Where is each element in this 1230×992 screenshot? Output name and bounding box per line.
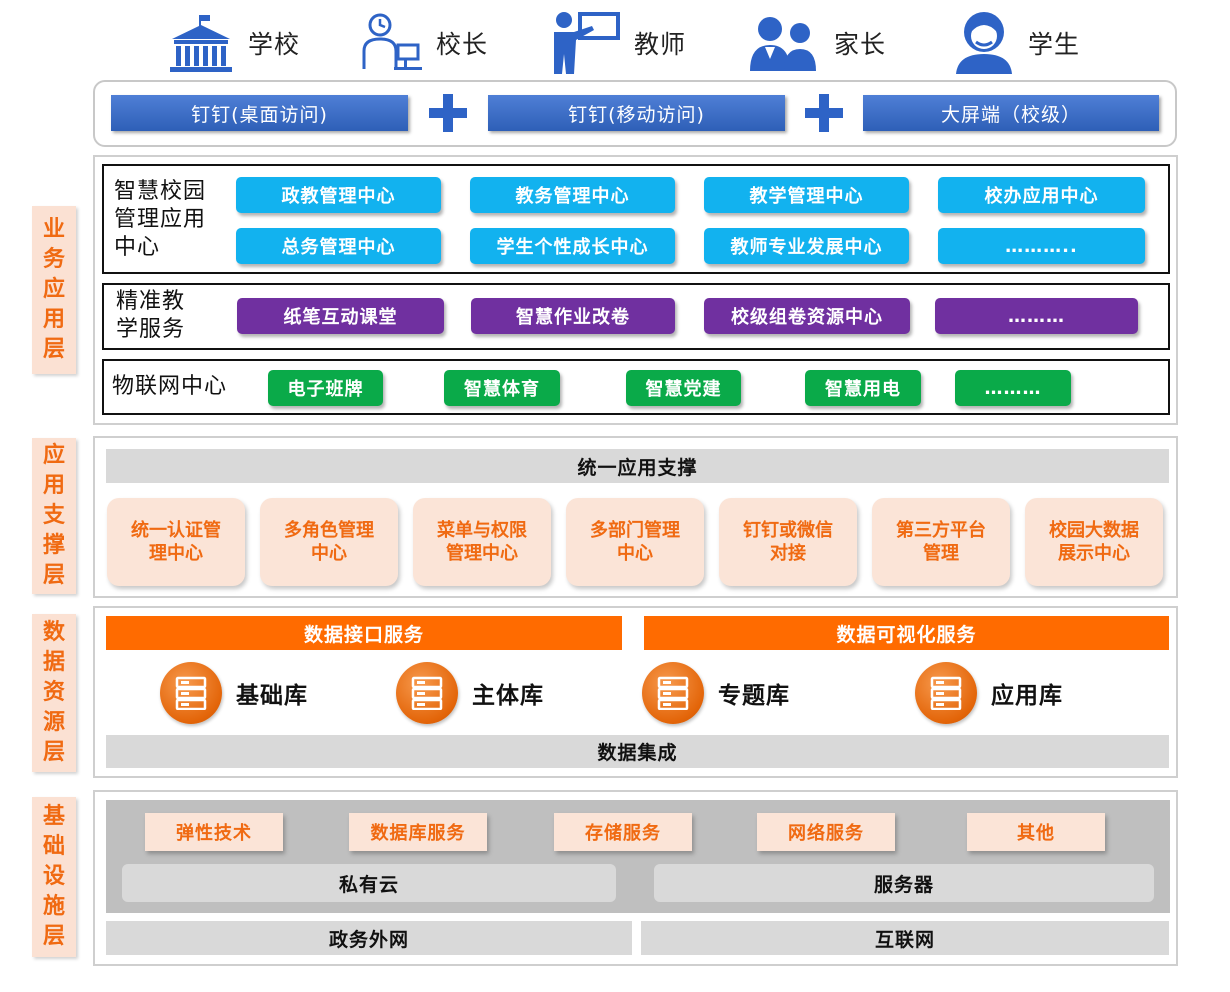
data-integration-bar: 数据集成: [106, 735, 1169, 768]
module-teacher-development[interactable]: 教师专业发展中心: [704, 228, 909, 264]
parents-icon: [750, 17, 816, 71]
database-label: 专题库: [718, 683, 790, 709]
school-building-icon: [170, 15, 232, 72]
unified-support-bar: 统一应用支撑: [106, 449, 1169, 483]
infra-other[interactable]: 其他: [967, 813, 1105, 851]
module-more[interactable]: ………..: [938, 228, 1145, 264]
support-card-third-party[interactable]: 第三方平台管理: [872, 498, 1010, 586]
database-application: 应用库: [915, 660, 1063, 726]
data-visualization-service-bar: 数据可视化服务: [644, 616, 1169, 650]
iot-class-board[interactable]: 电子班牌: [268, 370, 383, 406]
layer-tag-business: 业务应用层: [32, 206, 76, 374]
support-card-big-data[interactable]: 校园大数据展示中心: [1025, 498, 1163, 586]
database-topic: 专题库: [642, 660, 790, 726]
service-pen-classroom[interactable]: 纸笔互动课堂: [237, 298, 444, 334]
module-jiaowu[interactable]: 教务管理中心: [470, 177, 675, 213]
database-subject: 主体库: [396, 660, 544, 726]
layer-tag-infra: 基础设施层: [32, 797, 76, 957]
gov-network-bar: 政务外网: [106, 921, 632, 955]
role-label: 校长: [436, 30, 489, 59]
role-teacher: 教师: [552, 8, 686, 78]
access-bigscreen-button[interactable]: 大屏端（校级）: [863, 95, 1159, 131]
data-interface-service-bar: 数据接口服务: [106, 616, 622, 650]
database-label: 应用库: [991, 683, 1063, 709]
module-zhengjiao[interactable]: 政教管理中心: [236, 177, 441, 213]
role-label: 学生: [1028, 30, 1081, 59]
role-label: 教师: [634, 30, 687, 59]
student-icon: [956, 12, 1012, 74]
support-card-roles[interactable]: 多角色管理中心: [260, 498, 398, 586]
service-more[interactable]: ………: [935, 298, 1138, 334]
internet-bar: 互联网: [641, 921, 1169, 955]
support-card-dingtalk-wechat[interactable]: 钉钉或微信对接: [719, 498, 857, 586]
iot-more[interactable]: ………: [955, 370, 1071, 406]
module-jiaoxue[interactable]: 教学管理中心: [704, 177, 909, 213]
server-bar: 服务器: [654, 864, 1154, 902]
layer-tag-data: 数据资源层: [32, 614, 76, 772]
access-mobile-button[interactable]: 钉钉(移动访问): [488, 95, 785, 131]
service-homework-grading[interactable]: 智慧作业改卷: [471, 298, 675, 334]
infra-database-service[interactable]: 数据库服务: [349, 813, 487, 851]
infra-network-service[interactable]: 网络服务: [757, 813, 895, 851]
role-school: 学校: [166, 8, 300, 78]
database-server-icon: [642, 662, 704, 724]
smart-campus-label: 智慧校园 管理应用 中心: [114, 179, 207, 260]
role-parents: 家长: [748, 8, 886, 78]
database-server-icon: [160, 662, 222, 724]
iot-smart-power[interactable]: 智慧用电: [805, 370, 921, 406]
role-label: 家长: [834, 30, 887, 59]
support-card-auth[interactable]: 统一认证管理中心: [107, 498, 245, 586]
precision-teaching-label: 精准教 学服务: [116, 289, 186, 342]
role-principal: 校长: [358, 8, 488, 78]
database-server-icon: [396, 662, 458, 724]
service-exam-resources[interactable]: 校级组卷资源中心: [704, 298, 910, 334]
role-label: 学校: [248, 30, 301, 59]
database-server-icon: [915, 662, 977, 724]
plus-icon: [805, 94, 843, 132]
role-student: 学生: [952, 8, 1080, 78]
principal-desk-icon: [362, 13, 422, 70]
database-label: 基础库: [236, 683, 308, 709]
support-card-departments[interactable]: 多部门管理中心: [566, 498, 704, 586]
infra-storage-service[interactable]: 存储服务: [554, 813, 692, 851]
iot-smart-sports[interactable]: 智慧体育: [444, 370, 560, 406]
teacher-board-icon: [554, 12, 620, 74]
private-cloud-bar: 私有云: [122, 864, 616, 902]
plus-icon: [429, 94, 467, 132]
database-basic: 基础库: [160, 660, 308, 726]
layer-tag-support: 应用支撑层: [32, 438, 76, 594]
iot-center-label: 物联网中心: [112, 374, 228, 399]
infra-elastic[interactable]: 弹性技术: [145, 813, 283, 851]
module-xiaoban[interactable]: 校办应用中心: [938, 177, 1145, 213]
access-desktop-button[interactable]: 钉钉(桌面访问): [111, 95, 408, 131]
iot-smart-party[interactable]: 智慧党建: [626, 370, 741, 406]
support-card-menu-permissions[interactable]: 菜单与权限管理中心: [413, 498, 551, 586]
database-label: 主体库: [472, 683, 544, 709]
module-student-growth[interactable]: 学生个性成长中心: [470, 228, 675, 264]
module-zongwu[interactable]: 总务管理中心: [236, 228, 441, 264]
